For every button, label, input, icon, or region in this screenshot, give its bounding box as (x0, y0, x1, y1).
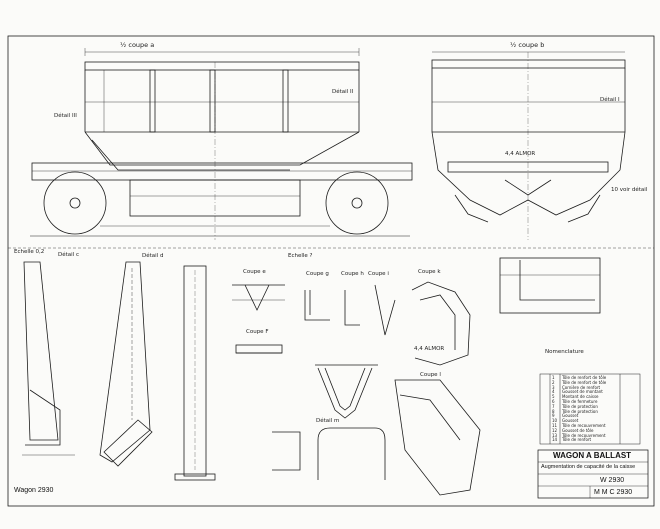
view-label-coupe-b: ½ coupe b (510, 41, 545, 49)
detail-ii-corner (499, 257, 601, 314)
drawing-stamp: Wagon 2930 (14, 487, 54, 494)
coupe-l-view (394, 379, 481, 496)
coupe-h-view (344, 290, 360, 326)
coupe-i-view (374, 284, 396, 336)
parts-row-rep: 10 (552, 418, 558, 424)
detail-c-view (22, 261, 75, 456)
drawing-stamp-bottom: M M C 2930 (594, 489, 633, 496)
parts-row-rep: 11 (552, 423, 558, 428)
title-block-subtitle: Augmentation de capacité de la caisse (541, 464, 636, 470)
parts-row-rep: 1 (552, 375, 555, 380)
parts-row-designation: Tôle de renfort (562, 437, 592, 443)
parts-row-rep: 2 (552, 379, 555, 385)
parts-row-designation: Tôle de fermeture (562, 399, 598, 404)
parts-row-designation: Tôle de recouvrement (562, 432, 606, 438)
parts-row-designation: Gousset de tôle (562, 427, 594, 433)
parts-row-rep: 13 (552, 432, 558, 438)
view-label-detail-c: Détail c (58, 252, 79, 258)
view-label-echelle-f: Echelle ? (288, 253, 313, 259)
view-label-echelle: Echelle 0,2 (14, 249, 45, 255)
view-label-detail-iii: Détail III (54, 113, 77, 119)
parts-list-heading: Nomenclature (545, 349, 584, 355)
parts-row-rep: 14 (552, 437, 558, 443)
detail-d-view (99, 261, 153, 467)
sheet-border (7, 35, 655, 507)
parts-row-designation: Gousset (562, 418, 579, 424)
view-label-coupe-k: Coupe k (418, 269, 441, 275)
parts-list-grid (539, 373, 641, 445)
coupe-g-view (304, 290, 330, 321)
parts-row-rep: 3 (552, 384, 555, 390)
end-elevation-view (431, 51, 626, 240)
view-label-detail-ii: Détail II (332, 89, 354, 95)
parts-row-designation: Tôle de recouvrement (562, 423, 606, 428)
parts-row-designation: Tôle de protection (562, 408, 598, 414)
parts-row-rep: 4 (552, 389, 555, 395)
side-elevation-view (30, 48, 413, 240)
v-support-view (315, 364, 378, 419)
annotation-dim-b: 4,4 ALMOR (414, 346, 445, 352)
coupe-f-view (235, 344, 283, 354)
parts-row-designation: Tôle de renfort de tôle (562, 375, 607, 380)
coupe-k-view (411, 281, 471, 366)
view-label-coupe-a: ½ coupe a (120, 41, 155, 49)
title-block-ref: W 2930 (600, 477, 625, 484)
parts-row-designation: Montant de caisse (562, 394, 599, 400)
parts-row-rep: 9 (552, 413, 555, 419)
parts-row-rep: 12 (552, 427, 558, 433)
parts-row-designation: Cornière de renfort (562, 384, 601, 390)
view-label-coupe-h: Coupe h (341, 271, 364, 277)
view-label-coupe-g: Coupe g (306, 271, 329, 277)
parts-row-designation: Tôle de renfort de tôle (562, 379, 607, 385)
title-block-title: WAGON A BALLAST (553, 451, 632, 460)
view-label-detail-m: Détail m (316, 418, 340, 424)
detail-m-view (272, 427, 386, 480)
annotation-dim-a: 4,4 ALMOR (505, 151, 536, 157)
parts-row-rep: 6 (552, 399, 555, 404)
parts-row-designation: Tôle de protection (562, 403, 598, 409)
view-label-coupe-f: Coupe F (246, 329, 269, 335)
view-label-coupe-i: Coupe i (368, 271, 389, 277)
coupe-e-view (232, 284, 285, 311)
parts-row-rep: 8 (552, 408, 555, 414)
title-block-frame (537, 449, 649, 499)
parts-row-rep: 7 (552, 403, 555, 409)
parts-row-rep: 5 (552, 394, 555, 400)
parts-row-designation: Gousset (562, 413, 579, 419)
annotation-voir-detail: 10 voir détail (611, 187, 648, 193)
detail-iii-column (174, 265, 216, 481)
view-label-detail-d: Détail d (142, 253, 164, 259)
parts-row-designation: Gousset de montant (562, 389, 603, 395)
view-label-coupe-e: Coupe e (243, 269, 266, 275)
view-label-detail-i: Détail I (600, 97, 620, 103)
view-label-coupe-l: Coupe l (420, 372, 441, 378)
